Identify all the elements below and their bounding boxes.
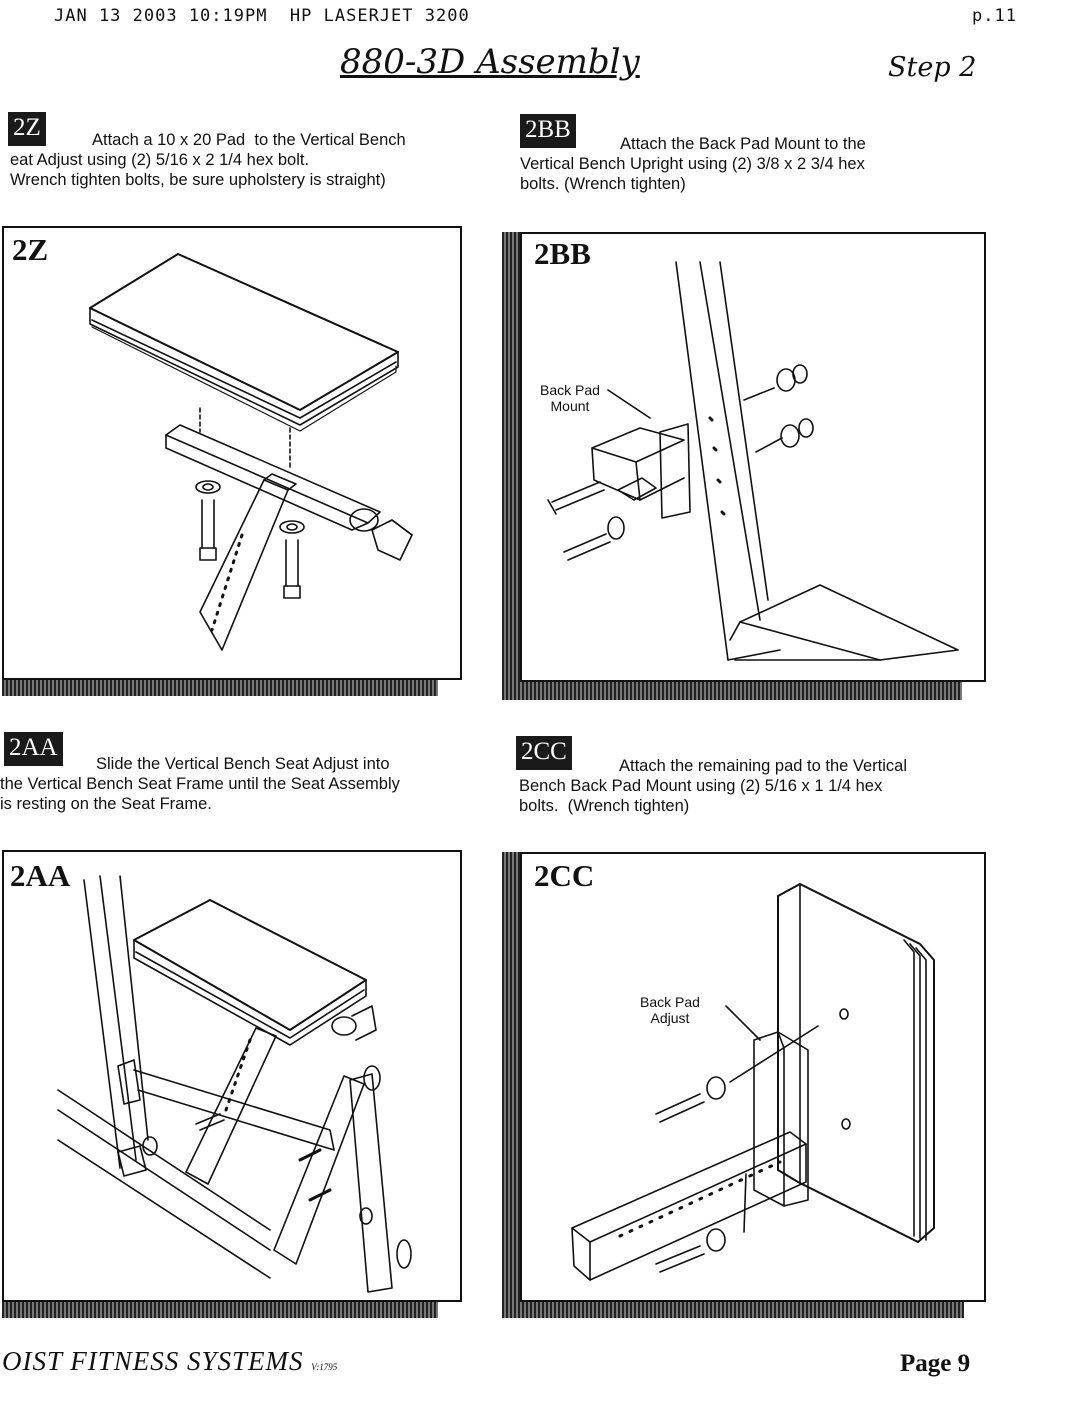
panel-2cc-shadow-bottom xyxy=(502,1298,964,1318)
instruction-2bb-text: Attach the Back Pad Mount to the Vertica… xyxy=(520,135,866,193)
panel-2cc xyxy=(520,852,986,1302)
panel-2bb-shadow-left xyxy=(502,232,524,700)
fax-page-number: p.11 xyxy=(972,6,1017,26)
panel-2cc-title: 2CC xyxy=(534,858,595,893)
badge-2aa: 2AA xyxy=(4,732,63,766)
panel-2bb xyxy=(520,232,986,682)
fax-header: JAN 13 2003 10:19PM HP LASERJET 3200 xyxy=(54,6,470,26)
footer-company: OIST FITNESS SYSTEMS V:1795 xyxy=(2,1346,337,1377)
figure-2z xyxy=(89,253,413,651)
panel-2bb-shadow-bottom xyxy=(502,678,962,700)
page-title: 880-3D Assembly xyxy=(340,42,640,82)
instruction-2aa-text: Slide the Vertical Bench Seat Adjust int… xyxy=(0,755,400,813)
instruction-2cc-text: Attach the remaining pad to the Vertical… xyxy=(519,757,908,815)
figure-2bb xyxy=(547,261,959,661)
instruction-2aa: Slide the Vertical Bench Seat Adjust int… xyxy=(0,754,400,814)
step-label: Step 2 xyxy=(888,52,977,83)
instruction-2z: Attach a 10 x 20 Pad to the Vertical Ben… xyxy=(10,130,406,190)
badge-2cc: 2CC xyxy=(516,736,572,770)
panel-2aa-shadow xyxy=(2,1298,438,1318)
instruction-2bb: Attach the Back Pad Mount to the Vertica… xyxy=(520,134,866,194)
instruction-2z-text: Attach a 10 x 20 Pad to the Vertical Ben… xyxy=(10,131,406,189)
instruction-2cc: Attach the remaining pad to the Vertical… xyxy=(519,756,907,816)
callout-back-pad-mount: Back Pad Mount xyxy=(540,382,600,414)
panel-2z xyxy=(2,226,462,680)
footer-company-name: OIST FITNESS SYSTEMS xyxy=(2,1346,304,1376)
page-number: Page 9 xyxy=(900,1350,971,1377)
badge-2bb: 2BB xyxy=(520,114,576,148)
footer-code: V:1795 xyxy=(311,1362,338,1372)
panel-2z-shadow xyxy=(2,676,438,696)
panel-2bb-title: 2BB xyxy=(534,236,591,271)
callout-back-pad-adjust: Back Pad Adjust xyxy=(640,994,700,1026)
panel-2cc-shadow-left xyxy=(502,852,524,1318)
figure-2cc xyxy=(571,883,935,1281)
panel-2z-title: 2Z xyxy=(12,232,49,267)
panel-2aa-title: 2AA xyxy=(10,858,71,893)
figure-2aa xyxy=(57,875,412,1293)
badge-2z: 2Z xyxy=(8,112,46,146)
